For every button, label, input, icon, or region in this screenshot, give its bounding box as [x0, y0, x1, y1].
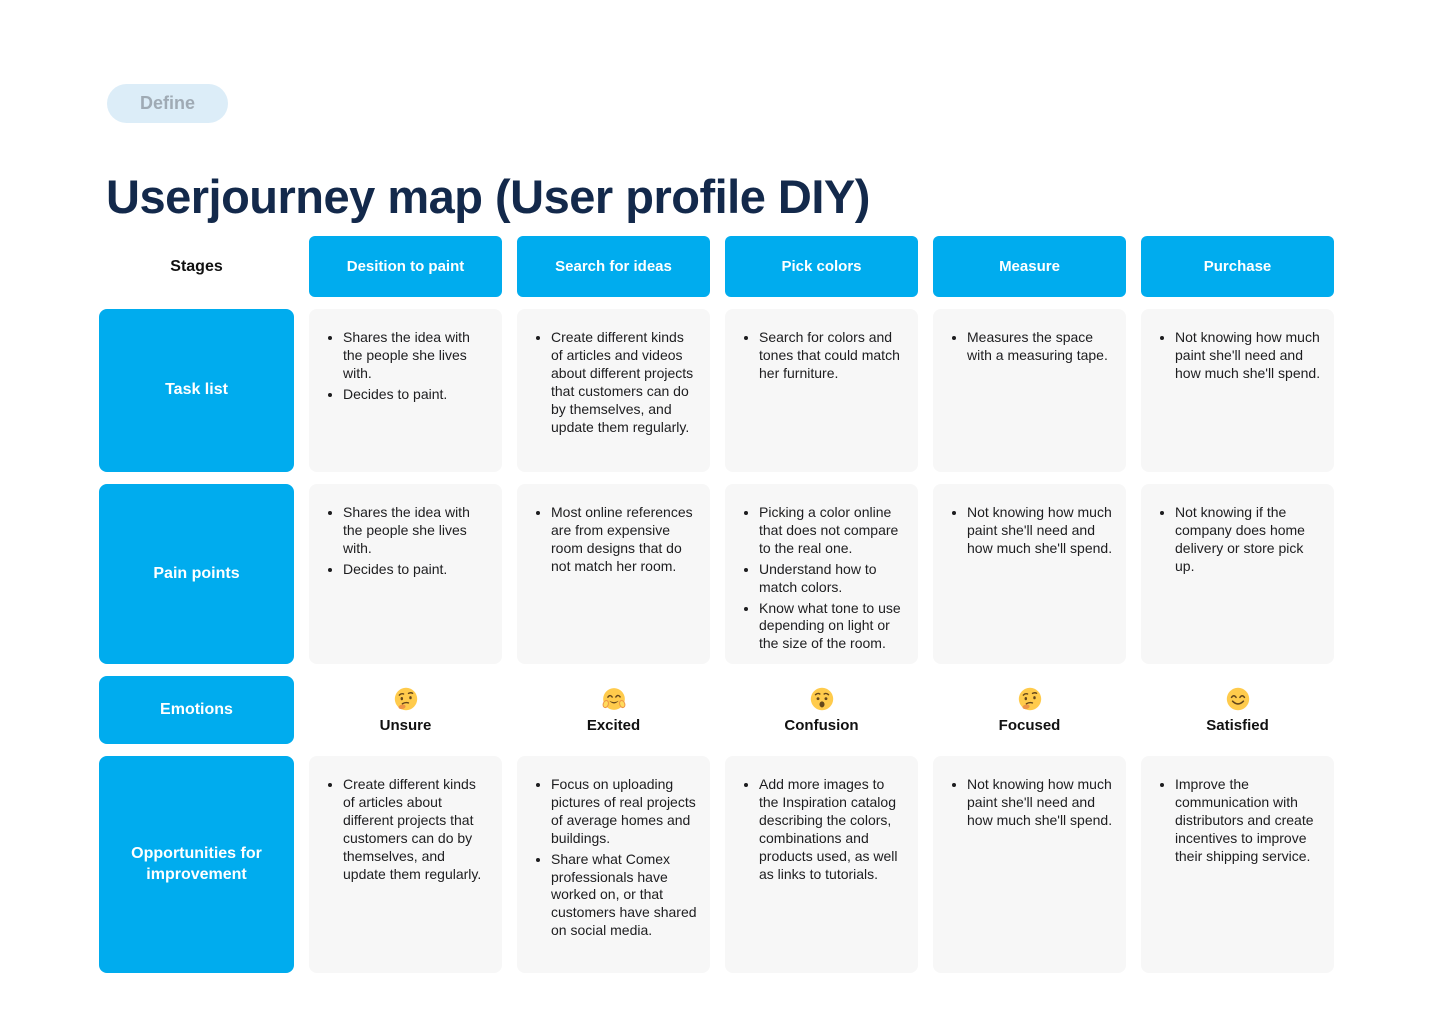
bullet-item: Not knowing if the company does home del… — [1175, 504, 1322, 576]
thinking-face-icon — [1018, 687, 1041, 711]
opportunities-cell: Add more images to the Inspiration catal… — [725, 756, 918, 973]
bullet-item: Most online references are from expensiv… — [551, 504, 698, 576]
bullet-item: Create different kinds of articles and v… — [551, 329, 698, 436]
stage-pill-measure: Measure — [933, 236, 1126, 297]
bullet-item: Decides to paint. — [343, 561, 490, 579]
row-label-task-list: Task list — [99, 309, 294, 472]
opportunities-cell: Focus on uploading pictures of real proj… — [517, 756, 710, 973]
emotion-satisfied: Satisfied — [1141, 676, 1334, 744]
task-list-cell: Not knowing how much paint she'll need a… — [1141, 309, 1334, 472]
task-list-cell: Shares the idea with the people she live… — [309, 309, 502, 472]
pain-points-cell: Most online references are from expensiv… — [517, 484, 710, 664]
bullet-item: Not knowing how much paint she'll need a… — [967, 776, 1114, 830]
bullet-item: Search for colors and tones that could m… — [759, 329, 906, 383]
opportunities-cell: Improve the communication with distribut… — [1141, 756, 1334, 973]
emotion-label: Focused — [998, 717, 1061, 734]
row-label-opportunities: Opportunities for improvement — [99, 756, 294, 973]
bullet-item: Measures the space with a measuring tape… — [967, 329, 1114, 365]
emotion-label: Excited — [586, 717, 641, 734]
opportunities-cell: Create different kinds of articles about… — [309, 756, 502, 973]
stage-pill-purchase: Purchase — [1141, 236, 1334, 297]
smiling-face-icon — [1226, 687, 1249, 711]
task-list-cell: Search for colors and tones that could m… — [725, 309, 918, 472]
hugging-face-icon — [602, 688, 625, 710]
phase-badge: Define — [107, 84, 229, 123]
user-journey-map-grid: Stages Desition to paint Search for idea… — [99, 236, 1334, 973]
emotion-confusion: Confusion — [725, 676, 918, 744]
stage-pill-desition-to-paint: Desition to paint — [309, 236, 502, 297]
emotion-label: Unsure — [379, 717, 432, 734]
row-label-pain-points: Pain points — [99, 484, 294, 664]
stage-pill-search-for-ideas: Search for ideas — [517, 236, 710, 297]
bullet-item: Understand how to match colors. — [759, 561, 906, 597]
thinking-face-icon — [394, 687, 417, 711]
stage-pill-pick-colors: Pick colors — [725, 236, 918, 297]
bullet-item: Picking a color online that does not com… — [759, 504, 906, 558]
bullet-item: Shares the idea with the people she live… — [343, 504, 490, 558]
task-list-cell: Create different kinds of articles and v… — [517, 309, 710, 472]
row-label-emotions: Emotions — [99, 676, 294, 744]
anguished-face-icon — [810, 687, 833, 711]
bullet-item: Not knowing how much paint she'll need a… — [967, 504, 1114, 558]
bullet-item: Not knowing how much paint she'll need a… — [1175, 329, 1322, 383]
bullet-item: Share what Comex professionals have work… — [551, 851, 698, 941]
emotion-label: Satisfied — [1206, 717, 1269, 734]
bullet-item: Decides to paint. — [343, 386, 490, 404]
emotion-focused: Focused — [933, 676, 1126, 744]
opportunities-cell: Not knowing how much paint she'll need a… — [933, 756, 1126, 973]
emotion-unsure: Unsure — [309, 676, 502, 744]
bullet-item: Shares the idea with the people she live… — [343, 329, 490, 383]
pain-points-cell: Picking a color online that does not com… — [725, 484, 918, 664]
pain-points-cell: Shares the idea with the people she live… — [309, 484, 502, 664]
page-title: Userjourney map (User profile DIY) — [106, 170, 870, 224]
bullet-item: Know what tone to use depending on light… — [759, 600, 906, 654]
pain-points-cell: Not knowing how much paint she'll need a… — [933, 484, 1126, 664]
stages-column-header: Stages — [170, 257, 223, 275]
bullet-item: Create different kinds of articles about… — [343, 776, 490, 883]
bullet-item: Add more images to the Inspiration catal… — [759, 776, 906, 883]
emotion-excited: Excited — [517, 676, 710, 744]
emotion-label: Confusion — [784, 717, 859, 734]
task-list-cell: Measures the space with a measuring tape… — [933, 309, 1126, 472]
bullet-item: Focus on uploading pictures of real proj… — [551, 776, 698, 848]
pain-points-cell: Not knowing if the company does home del… — [1141, 484, 1334, 664]
bullet-item: Improve the communication with distribut… — [1175, 776, 1322, 866]
